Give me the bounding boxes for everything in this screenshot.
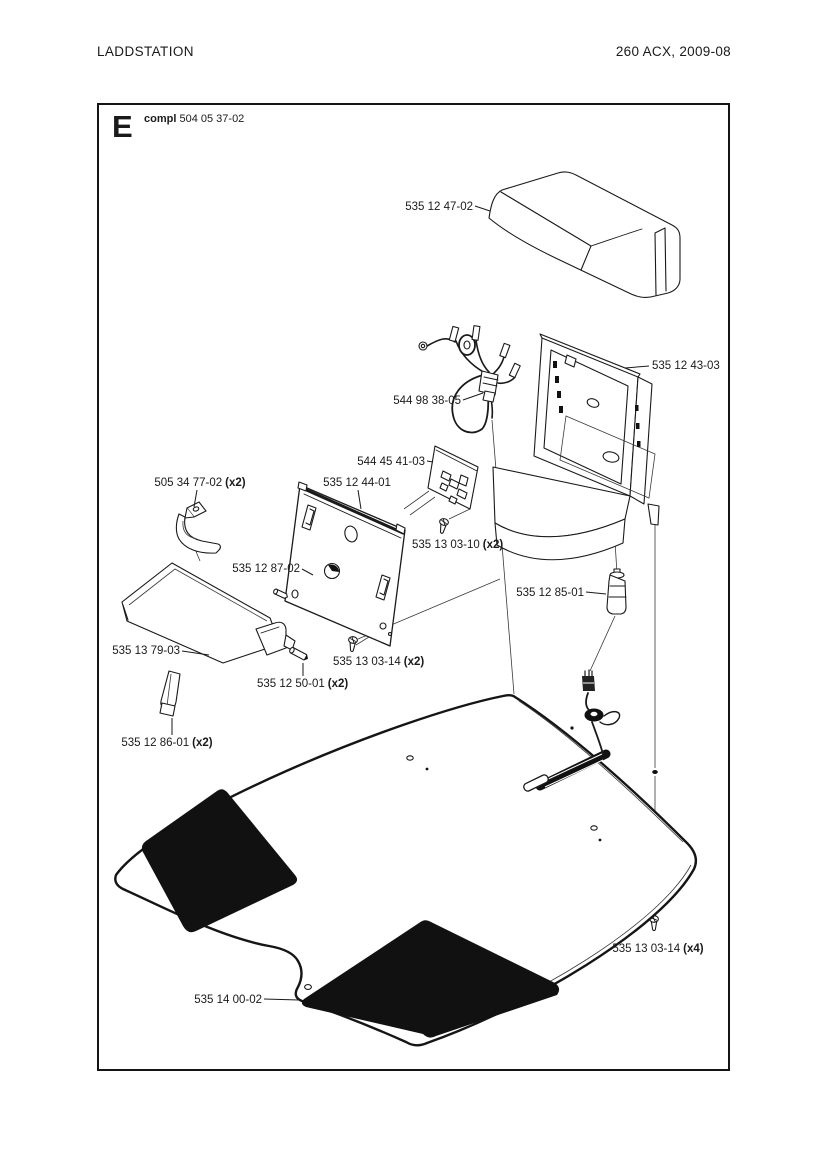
part-bracket — [175, 501, 221, 554]
part-circuit-board — [427, 445, 479, 510]
assembly-prefix: compl — [144, 113, 177, 125]
cable-assembly — [582, 669, 621, 755]
page-title: LADDSTATION — [97, 44, 194, 59]
part-base-plate — [114, 669, 698, 1047]
label-pin-87: 535 12 87-02 — [232, 563, 300, 575]
section-letter: E — [112, 109, 133, 144]
screw-03-14-two — [346, 635, 359, 653]
plate-holes — [304, 726, 602, 990]
part-strip — [159, 670, 181, 717]
t-handle-tool — [523, 749, 611, 792]
part-wire-harness — [418, 325, 521, 434]
part-labels: 535 12 47-02 535 12 43-03 544 98 38-05 5… — [112, 201, 720, 1006]
part-pin-87 — [273, 588, 288, 599]
leader-lines — [171, 205, 650, 1001]
rubber-pad-right — [301, 920, 560, 1038]
model-revision: 260 ACX, 2009-08 — [615, 44, 731, 59]
part-pin-50 — [289, 646, 308, 661]
assembly-number-line: compl 504 05 37-02 — [144, 113, 244, 125]
label-pin-50: 535 12 50-01(x2) — [257, 678, 348, 690]
harness-connectors — [448, 325, 521, 379]
part-main-body — [492, 333, 660, 561]
body-slot-details — [553, 361, 641, 447]
screw-03-10 — [436, 517, 450, 535]
label-bracket: 505 34 77-02(x2) — [154, 477, 245, 489]
rubber-pad-left — [141, 789, 298, 933]
part-front-plate — [284, 481, 406, 647]
assembly-number: 504 05 37-02 — [179, 113, 245, 125]
exploded-diagram: 535 12 47-02 535 12 43-03 544 98 38-05 5… — [112, 171, 720, 1047]
label-screw-03-14-two: 535 13 03-14(x2) — [333, 656, 424, 668]
label-front-plate: 535 12 44-01 — [323, 477, 391, 489]
label-wire-harness: 544 98 38-05 — [393, 395, 461, 407]
figure-frame: E compl 504 05 37-02 — [97, 103, 730, 1071]
part-rubber-post — [606, 568, 627, 615]
label-strip: 535 12 86-01(x2) — [121, 737, 212, 749]
label-lid: 535 13 79-03 — [112, 645, 180, 657]
label-base-plate: 535 14 00-02 — [194, 994, 262, 1006]
label-screw-03-10: 535 13 03-10(x2) — [412, 539, 503, 551]
label-circuit-board: 544 45 41-03 — [357, 456, 425, 468]
label-screw-03-14-four: 535 13 03-14(x4) — [612, 943, 703, 955]
label-main-body: 535 12 43-03 — [652, 360, 720, 372]
label-top-cover: 535 12 47-02 — [405, 201, 473, 213]
label-rubber-post: 535 12 85-01 — [516, 587, 584, 599]
part-top-cover — [488, 171, 681, 298]
